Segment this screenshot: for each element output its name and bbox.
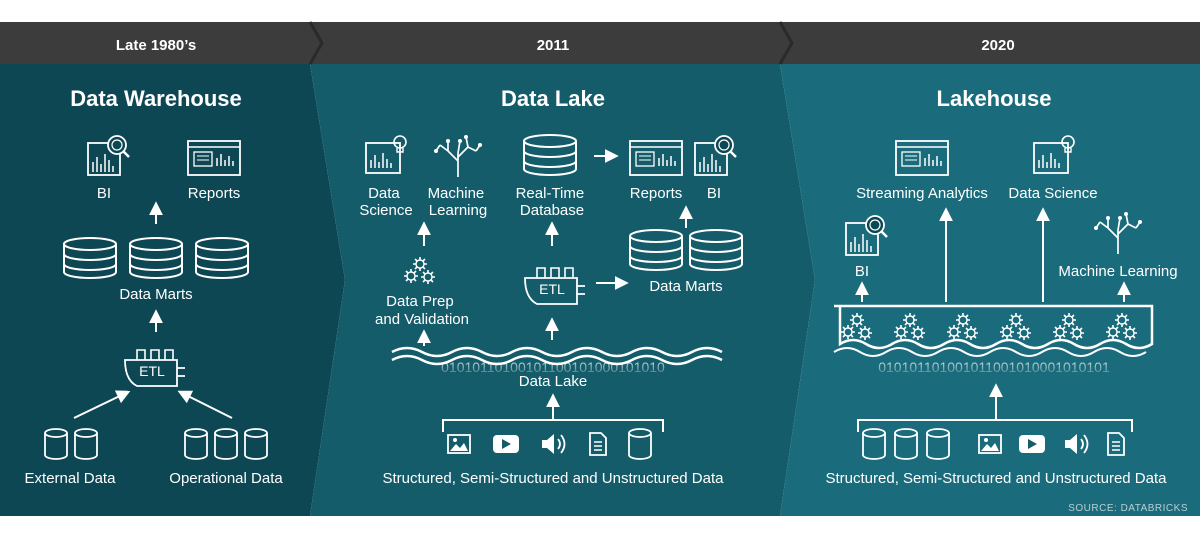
video-icon [493, 435, 519, 453]
etl-label: ETL [139, 363, 165, 379]
data-science-label: Data Science [1008, 185, 1097, 202]
external-data-label: External Data [25, 470, 117, 487]
timeline-header-bar [0, 22, 1200, 64]
bi-label: BI [855, 263, 869, 280]
lakehouse-platform-box [834, 304, 1154, 350]
sources-label: Structured, Semi-Structured and Unstruct… [826, 470, 1168, 487]
machine-learning-label: Machine Learning [1058, 263, 1177, 280]
period-label-2020: 2020 [981, 37, 1014, 54]
machine-learning-label: Machine Learning [428, 185, 489, 219]
period-label-2011: 2011 [537, 37, 570, 54]
arrow-operational-to-etl [177, 390, 233, 419]
binary-stream: 01010110100101100101000101010 [441, 359, 665, 375]
panel-data-lake [310, 64, 815, 516]
panel-data-warehouse [0, 64, 345, 516]
reports-label: Reports [630, 185, 683, 202]
operational-data-label: Operational Data [169, 470, 283, 487]
realtime-database-label: Real-Time Database [516, 185, 589, 219]
bi-label: BI [97, 185, 111, 202]
title-lakehouse: Lakehouse [937, 86, 1052, 111]
video-icon [1019, 435, 1045, 453]
arrow-external-to-etl [73, 390, 131, 419]
etl-label: ETL [539, 281, 565, 297]
sources-bracket [857, 419, 1133, 432]
sources-label: Structured, Semi-Structured and Unstruct… [383, 470, 725, 487]
title-data-lake: Data Lake [501, 86, 605, 111]
sources-bracket [442, 419, 664, 432]
data-lake-wave [391, 346, 723, 366]
data-prep-label: Data Prep and Validation [375, 293, 469, 328]
streaming-analytics-label: Streaming Analytics [856, 185, 988, 202]
reports-label: Reports [188, 185, 241, 202]
data-marts-label: Data Marts [649, 278, 722, 295]
source-note: SOURCE: DATABRICKS [1068, 503, 1188, 514]
title-data-warehouse: Data Warehouse [70, 86, 242, 111]
period-label-1980s: Late 1980’s [116, 37, 196, 54]
data-marts-label: Data Marts [119, 286, 192, 303]
panel-lakehouse [780, 64, 1200, 516]
data-science-label: Data Science [359, 185, 412, 219]
data-lake-label: Data Lake [519, 373, 587, 390]
binary-stream: 010101101001011001010001010101 [878, 359, 1110, 375]
bi-label: BI [707, 185, 721, 202]
lakehouse-wave [833, 347, 1147, 357]
